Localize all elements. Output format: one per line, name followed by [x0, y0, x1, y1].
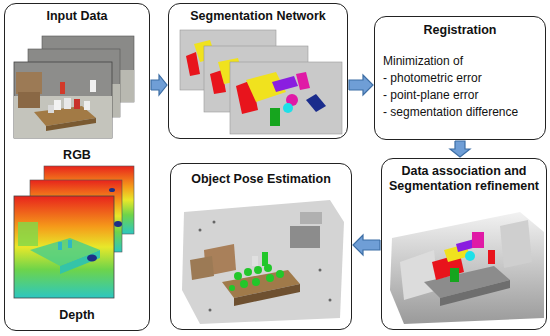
process-box: RegistrationMinimization of - photometric…: [374, 16, 546, 140]
process-box: Segmentation Network: [168, 3, 348, 139]
illustration-part: [390, 212, 544, 324]
box-heading: Depth: [5, 308, 149, 323]
box-heading: Segmentation Network: [169, 9, 347, 24]
illustration-part: [400, 250, 438, 300]
illustration-part: [500, 220, 532, 268]
illustration-part: [46, 118, 96, 131]
illustration-part: [450, 268, 459, 282]
box-text: - segmentation difference: [375, 105, 545, 120]
illustration-part: [18, 222, 38, 246]
illustration-part: [229, 285, 235, 291]
illustration-part: [329, 299, 332, 302]
illustration-part: [300, 212, 322, 224]
illustration-part: [90, 80, 96, 92]
illustration-part: [262, 252, 268, 266]
illustration-part: [213, 221, 216, 224]
process-box: Input DataRGB Depth: [4, 3, 150, 331]
illustration-part: [182, 200, 344, 324]
illustration-part: [64, 98, 71, 109]
illustration-part: [244, 268, 252, 276]
illustration-part: [252, 278, 260, 286]
illustration-part: [266, 274, 274, 282]
box-text: - point-plane error: [375, 88, 545, 103]
flow-arrow: [353, 235, 380, 255]
illustration-part: [230, 62, 342, 134]
illustration-part: [270, 108, 280, 126]
illustration-part: [16, 72, 42, 94]
illustration-part: [488, 250, 495, 264]
illustration-part: [54, 100, 61, 110]
process-box: Object Pose Estimation: [170, 163, 352, 330]
flow-arrow: [349, 75, 373, 95]
illustration-part: [58, 242, 62, 250]
illustration-part: [440, 280, 510, 306]
rgb-images: [14, 36, 134, 138]
illustration-part: [296, 72, 310, 90]
illustration-part: [60, 82, 65, 94]
flow-arrow: [151, 75, 167, 95]
illustration-part: [252, 256, 258, 266]
illustration-part: [240, 280, 248, 288]
illustration-part: [60, 250, 100, 274]
box-text: - photometric error: [375, 71, 545, 86]
illustration-part: [234, 272, 242, 280]
illustration-part: [68, 240, 72, 248]
illustration-part: [190, 256, 214, 280]
illustration-part: [87, 255, 97, 262]
illustration-part: [254, 266, 262, 274]
illustration-part: [276, 270, 284, 278]
segmentation-images: [180, 30, 342, 134]
refined-scene: [390, 212, 544, 324]
illustration-part: [209, 309, 212, 312]
illustration-part: [114, 221, 122, 227]
illustration-part: [290, 226, 320, 248]
box-heading: Registration: [375, 23, 545, 38]
box-text: Minimization of: [375, 54, 545, 69]
illustration-part: [74, 99, 80, 109]
illustration-part: [84, 101, 90, 110]
box-heading: Data association and Segmentation refine…: [382, 164, 546, 194]
illustration-part: [48, 105, 54, 113]
illustration-part: [319, 269, 322, 272]
process-box: Data association and Segmentation refine…: [381, 158, 547, 330]
illustration-part: [14, 196, 114, 298]
box-heading: RGB: [5, 148, 149, 163]
box-heading: Input Data: [5, 9, 149, 24]
illustration-part: [199, 229, 202, 232]
illustration-part: [272, 76, 298, 92]
depth-images: [14, 166, 134, 298]
illustration-part: [465, 251, 475, 261]
illustration-part: [14, 62, 112, 138]
illustration-part: [306, 94, 326, 112]
illustration-part: [472, 232, 484, 248]
box-heading: Object Pose Estimation: [171, 172, 351, 187]
illustration-part: [18, 92, 40, 108]
illustration-part: [109, 188, 115, 192]
flow-arrow: [450, 141, 470, 157]
illustration-part: [283, 103, 293, 113]
pose-scene: [182, 200, 344, 324]
